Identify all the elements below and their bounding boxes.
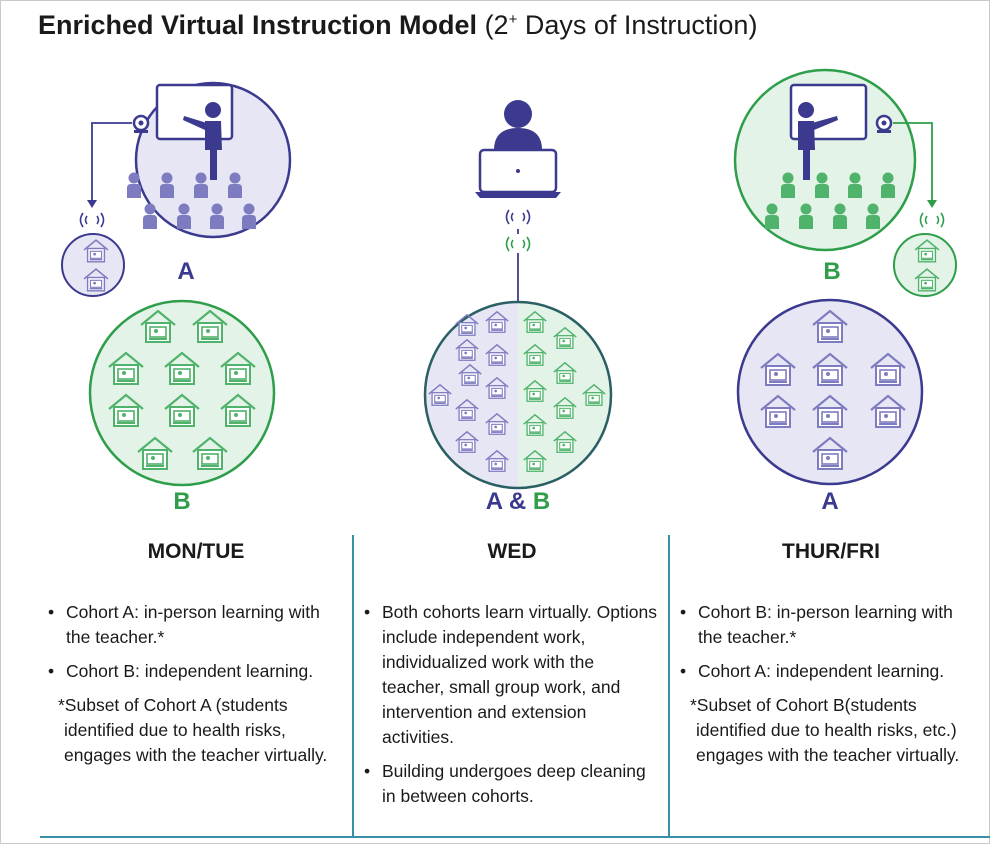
- left-home-label: B: [173, 488, 191, 515]
- right-home-label: A: [821, 488, 839, 515]
- webcam-icon: [132, 114, 150, 133]
- bullet: Cohort B: independent learning.: [46, 659, 344, 684]
- middle-home-label: A & B: [485, 488, 551, 515]
- teacher-icon: [183, 102, 222, 180]
- left-remote-students: [61, 233, 125, 297]
- right-classroom: [733, 68, 945, 252]
- column-wed: Both cohorts learn virtually. Options in…: [362, 600, 658, 818]
- footnote: *Subset of Cohort A (students identified…: [58, 695, 328, 765]
- column-divider: [352, 535, 354, 837]
- left-classroom-label: A: [177, 258, 195, 285]
- left-home-cohort: [88, 299, 276, 487]
- heading-wed: WED: [487, 540, 537, 563]
- column-mon-tue: Cohort A: in-person learning with the te…: [46, 600, 344, 768]
- column-divider: [668, 535, 670, 837]
- teacher-icon: [798, 102, 838, 180]
- page-title: Enriched Virtual Instruction Model (2+ D…: [38, 10, 758, 40]
- left-classroom: [79, 81, 292, 239]
- footnote: *Subset of Cohort B(students identified …: [690, 695, 960, 765]
- column-thur-fri: Cohort B: in-person learning with the te…: [678, 600, 978, 768]
- right-home-cohort: [736, 298, 924, 486]
- model-illustration: [61, 68, 957, 490]
- wifi-icon: [505, 209, 531, 225]
- bottom-rule: [40, 836, 990, 838]
- wifi-icon: [505, 236, 531, 252]
- right-classroom-label: B: [823, 258, 841, 285]
- heading-mon-tue: MON/TUE: [147, 540, 245, 563]
- bullet: Cohort A: in-person learning with the te…: [46, 600, 344, 650]
- teacher-icon: [494, 100, 542, 150]
- bullet: Cohort B: in-person learning with the te…: [678, 600, 978, 650]
- webcam-icon: [875, 114, 893, 133]
- middle-home-cohorts: [423, 300, 613, 490]
- right-remote-students: [893, 233, 957, 297]
- heading-thur-fri: THUR/FRI: [782, 540, 880, 563]
- bullet: Cohort A: independent learning.: [678, 659, 978, 684]
- bullet: Both cohorts learn virtually. Options in…: [362, 600, 658, 750]
- wifi-icon: [79, 212, 105, 228]
- bullet: Building undergoes deep cleaning in betw…: [362, 759, 658, 809]
- wifi-icon: [919, 212, 945, 228]
- middle-teacher-laptop: [475, 100, 561, 303]
